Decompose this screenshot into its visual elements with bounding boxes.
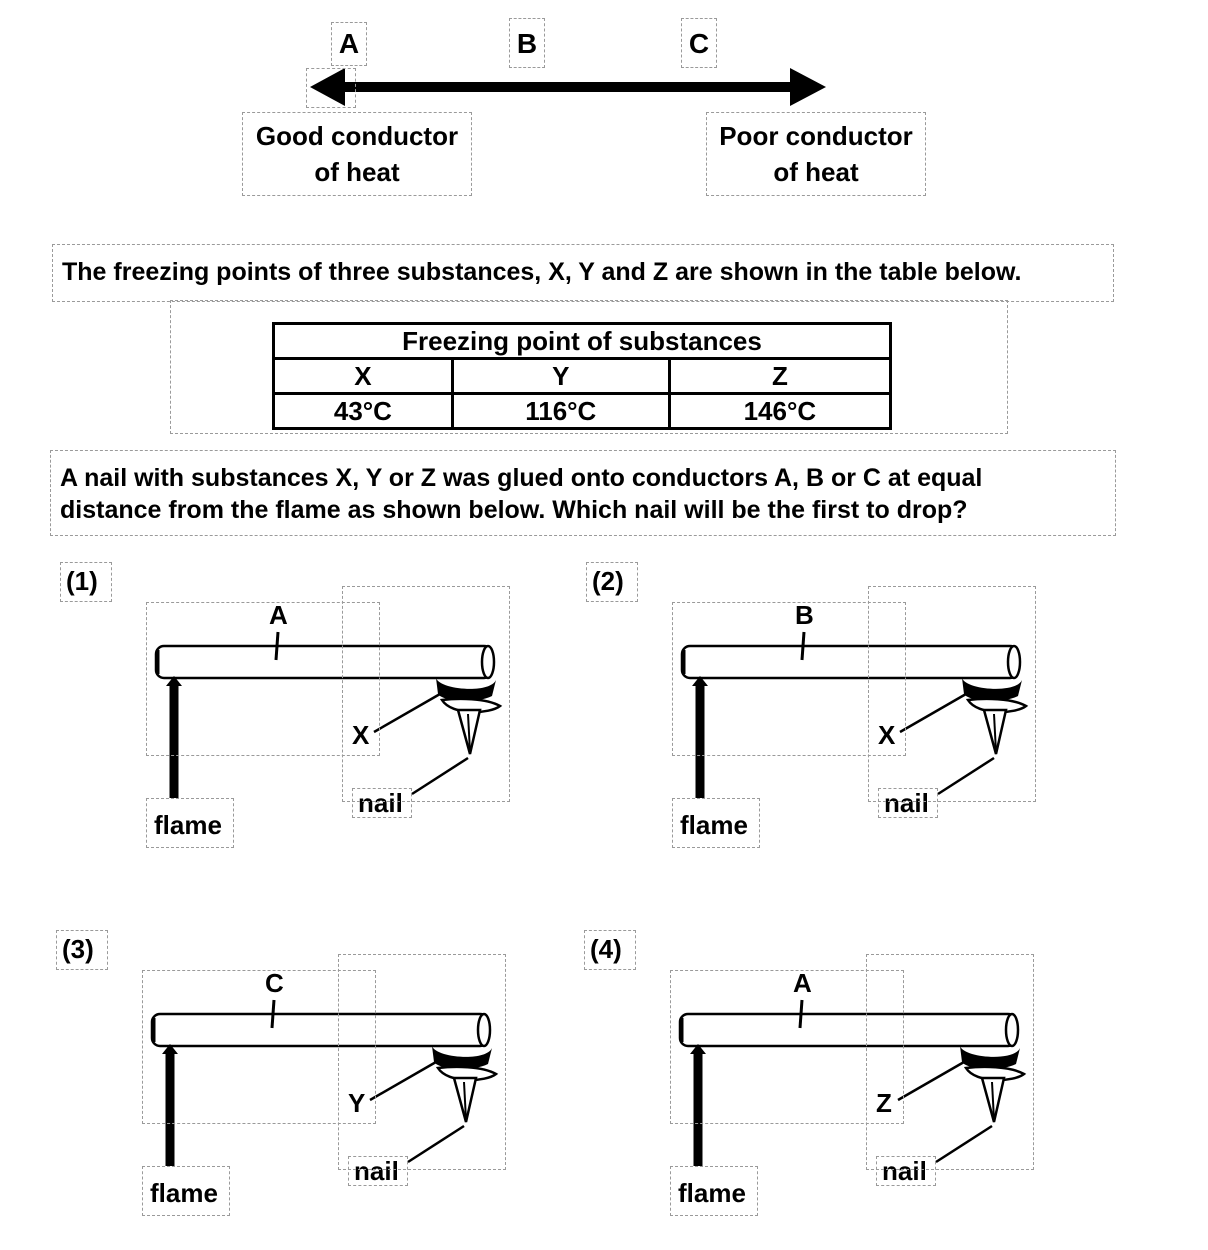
- nail-pointer: [411, 756, 469, 796]
- glue-blob: [432, 1046, 492, 1070]
- good-conductor-label: Good conductor of heat: [255, 121, 459, 187]
- conductor-tick: [270, 999, 276, 1029]
- scale-point-a: A: [338, 28, 360, 59]
- table-value-y: 116°C: [450, 392, 671, 430]
- option-2-flame-label: flame: [680, 810, 748, 840]
- glue-blob: [962, 678, 1022, 702]
- substance-pointer: [897, 1060, 965, 1102]
- table-value-x: 43°C: [272, 392, 454, 430]
- option-1-number[interactable]: (1): [66, 566, 98, 596]
- option-2-nail-label: nail: [884, 788, 929, 818]
- intro-text: The freezing points of three substances,…: [62, 258, 1022, 286]
- option-1-diagram: [154, 631, 503, 798]
- option-1-substance-label: X: [352, 720, 370, 750]
- table-value-z: 146°C: [667, 392, 893, 430]
- option-2-substance-label: X: [878, 720, 896, 750]
- option-4-diagram: [678, 999, 1027, 1166]
- conductor-tick: [798, 999, 804, 1029]
- nail-pointer: [937, 756, 995, 796]
- freezing-point-table: Freezing point of substances X Y Z 43°C …: [272, 322, 893, 430]
- conductor-tick: [800, 631, 806, 661]
- option-2-conductor-label: B: [795, 600, 814, 630]
- table-header-y: Y: [450, 357, 671, 395]
- table-header-z: Z: [667, 357, 893, 395]
- option-3-nail-label: nail: [354, 1156, 399, 1186]
- option-3-flame-label: flame: [150, 1178, 218, 1208]
- substance-pointer: [373, 692, 441, 734]
- nail-pointer: [935, 1124, 993, 1164]
- scale-point-b: B: [516, 28, 538, 59]
- scale-point-c: C: [688, 28, 710, 59]
- option-4-substance-label: Z: [876, 1088, 892, 1118]
- table-title: Freezing point of substances: [272, 322, 892, 360]
- poor-conductor-label: Poor conductor of heat: [719, 121, 913, 187]
- option-3-conductor-label: C: [265, 968, 284, 998]
- question-text: A nail with substances X, Y or Z was glu…: [60, 464, 983, 524]
- option-4-flame-label: flame: [678, 1178, 746, 1208]
- option-1-flame-label: flame: [154, 810, 222, 840]
- nail-pointer: [407, 1124, 465, 1164]
- conductor-tick: [274, 631, 280, 661]
- option-3-diagram: [150, 999, 499, 1166]
- option-2-number[interactable]: (2): [592, 566, 624, 596]
- option-4-conductor-label: A: [793, 968, 812, 998]
- option-4-number[interactable]: (4): [590, 934, 622, 964]
- glue-blob: [960, 1046, 1020, 1070]
- option-1-conductor-label: A: [269, 600, 288, 630]
- glue-blob: [436, 678, 496, 702]
- option-3-number[interactable]: (3): [62, 934, 94, 964]
- substance-pointer: [899, 692, 967, 734]
- option-4-nail-label: nail: [882, 1156, 927, 1186]
- table-header-x: X: [272, 357, 454, 395]
- option-2-diagram: [680, 631, 1029, 798]
- option-3-substance-label: Y: [348, 1088, 366, 1118]
- option-1-nail-label: nail: [358, 788, 403, 818]
- substance-pointer: [369, 1060, 437, 1102]
